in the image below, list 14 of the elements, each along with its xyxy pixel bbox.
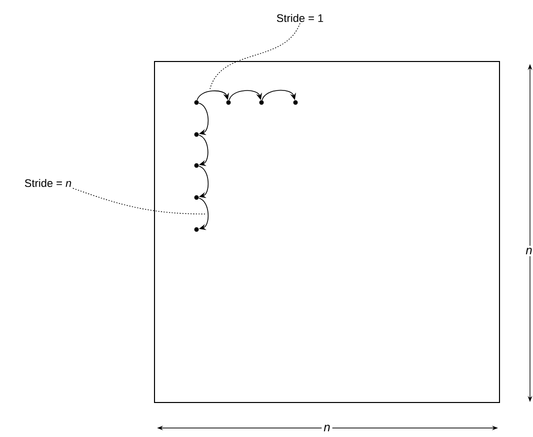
matrix-box [154, 60, 500, 403]
dimension-label: n [322, 422, 332, 434]
leader-line [72, 188, 206, 214]
arrow [228, 90, 262, 101]
arrow [262, 90, 296, 101]
arrow [198, 198, 209, 230]
arrow [198, 166, 209, 198]
arrow [198, 102, 209, 135]
arrow [196, 90, 229, 101]
stride-label: Stride = n [24, 178, 72, 188]
stride-label: Stride = 1 [276, 14, 324, 22]
leader-line [210, 22, 300, 90]
arrow [198, 134, 208, 166]
dimension-label: n [524, 246, 533, 256]
